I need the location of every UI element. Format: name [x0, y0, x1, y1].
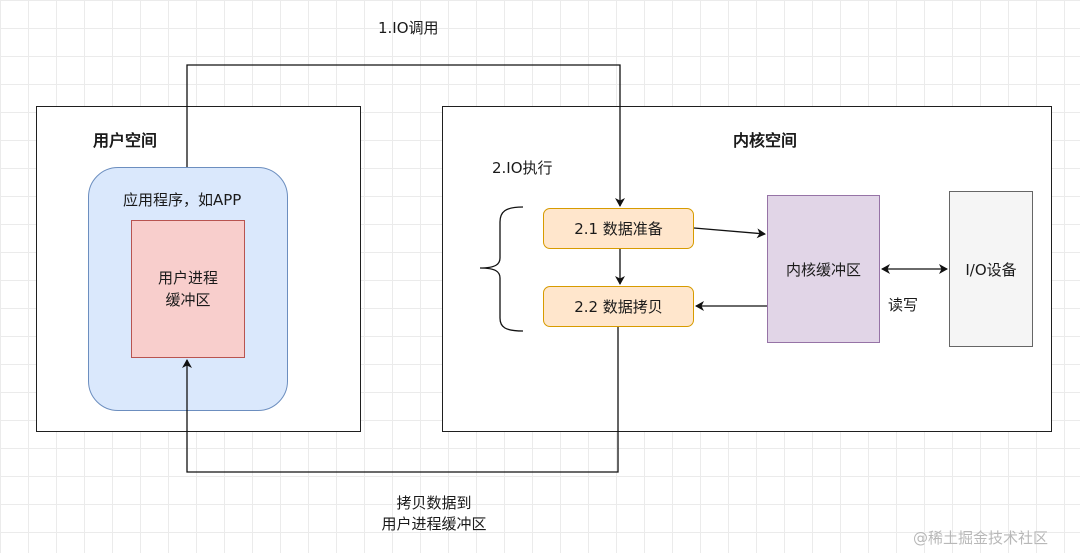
watermark: @稀土掘金技术社区 [913, 529, 1049, 547]
io-call-label: 1.IO调用 [378, 19, 439, 37]
data-copy-box: 2.2 数据拷贝 [543, 286, 694, 327]
kernel-buffer-box: 内核缓冲区 [767, 195, 880, 343]
io-exec-label: 2.IO执行 [492, 159, 553, 177]
prepare-to-kernel-buffer-arrow [693, 227, 766, 239]
io-device-box: I/O设备 [949, 191, 1033, 347]
application-label: 应用程序，如APP [123, 191, 242, 209]
kernel-space-title: 内核空间 [733, 131, 798, 150]
copy-to-user-label: 拷贝数据到 用户进程缓冲区 [381, 494, 487, 533]
io-call-arrow [186, 64, 625, 207]
copy-to-user-arrow [182, 327, 619, 473]
user-process-buffer: 用户进程 缓冲区 [131, 220, 245, 358]
io-exec-brace [479, 206, 524, 332]
user-space-title: 用户空间 [93, 131, 158, 150]
read-write-label: 读写 [888, 296, 919, 314]
data-prepare-box: 2.1 数据准备 [543, 208, 694, 249]
